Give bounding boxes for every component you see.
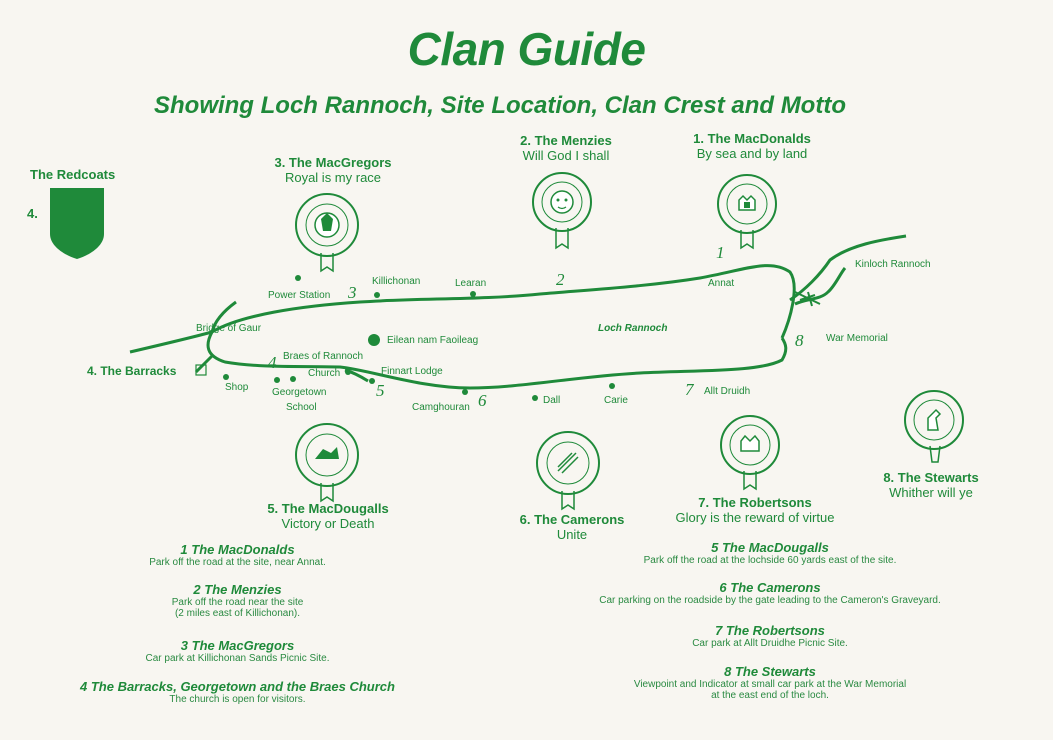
clan-name-macdougalls: 5. The MacDougalls	[267, 501, 389, 516]
crest-menzies	[532, 172, 592, 250]
clan-motto-stewarts: Whither will ye	[889, 485, 973, 500]
place-war-memorial: War Memorial	[826, 333, 888, 344]
page-subtitle: Showing Loch Rannoch, Site Location, Cla…	[153, 92, 846, 119]
site-number-4: 4	[268, 353, 277, 372]
finnart-dot	[369, 378, 375, 384]
direction-text-5: Park off the road at the lochside 60 yar…	[643, 555, 897, 566]
clan-name-macgregors: 3. The MacGregors	[274, 155, 392, 170]
place-camghouran: Camghouran	[412, 402, 470, 413]
crest-robertsons	[720, 415, 780, 491]
redcoats-shield	[50, 188, 104, 259]
river-east	[794, 291, 821, 307]
place-shop: Shop	[225, 382, 249, 393]
south-road	[206, 331, 788, 390]
bridge-barracks-road	[194, 354, 214, 374]
place-barracks: 4. The Barracks	[87, 364, 177, 378]
direction-text-6: Car parking on the roadside by the gate …	[599, 595, 941, 606]
direction-title-6: 6 The Camerons	[719, 580, 821, 595]
clan-motto-camerons: Unite	[556, 527, 588, 542]
west-road	[210, 300, 237, 333]
direction-text-4: The church is open for visitors.	[169, 694, 306, 705]
direction-title-3: 3 The MacGregors	[180, 638, 295, 653]
place-school: School	[286, 402, 317, 413]
place-killichonan: Killichonan	[372, 276, 421, 287]
site-number-7: 7	[685, 380, 694, 399]
clan-motto-macgregors: Royal is my race	[284, 170, 382, 185]
place-kinloch-rannoch: Kinloch Rannoch	[855, 259, 931, 270]
clan-motto-macdougalls: Victory or Death	[281, 516, 375, 531]
direction-text-2a: Park off the road near the site	[171, 597, 304, 608]
east-road-south	[794, 267, 847, 306]
clan-name-robertsons: 7. The Robertsons	[698, 495, 812, 510]
site-number-3: 3	[348, 283, 357, 302]
clan-name-redcoats: The Redcoats	[30, 167, 116, 182]
crest-camerons	[536, 431, 600, 511]
site-number-1: 1	[716, 243, 725, 262]
shop-dot	[223, 374, 229, 380]
place-eilean: Eilean nam Faoileag	[387, 335, 479, 346]
killichonan-dot	[374, 292, 380, 298]
power-station-dot	[295, 275, 301, 281]
clan-name-stewarts: 8. The Stewarts	[883, 470, 979, 485]
redcoats-number: 4.	[27, 206, 38, 221]
clan-motto-robertsons: Glory is the reward of virtue	[675, 510, 835, 525]
place-bridge-of-gaur: Bridge of Gaur	[196, 323, 262, 334]
direction-title-8: 8 The Stewarts	[724, 664, 816, 679]
site-number-2: 2	[556, 270, 565, 289]
direction-text-7: Car park at Allt Druidhe Picnic Site.	[692, 638, 848, 649]
site-number-5: 5	[376, 381, 385, 400]
direction-title-1: 1 The MacDonalds	[180, 542, 295, 557]
place-annat: Annat	[708, 278, 735, 289]
barracks-marker	[195, 364, 207, 376]
clan-name-macdonalds: 1. The MacDonalds	[693, 131, 811, 146]
crest-macdonalds	[717, 174, 777, 250]
place-dall: Dall	[543, 395, 561, 406]
direction-title-7: 7 The Robertsons	[715, 623, 825, 638]
direction-text-1: Park off the road at the site, near Anna…	[149, 557, 326, 568]
georgetown-dot-1	[274, 377, 280, 383]
page-title: Clan Guide	[407, 23, 646, 75]
direction-text-8b: at the east end of the loch.	[711, 690, 829, 701]
clan-motto-menzies: Will God I shall	[522, 148, 610, 163]
learan-dot	[470, 291, 476, 297]
place-georgetown: Georgetown	[272, 387, 327, 398]
direction-text-8a: Viewpoint and Indicator at small car par…	[633, 679, 907, 690]
clan-motto-macdonalds: By sea and by land	[696, 146, 808, 161]
east-road-north	[789, 234, 907, 302]
place-power-station: Power Station	[268, 290, 331, 301]
carie-dot	[609, 383, 615, 389]
georgetown-dot-2	[290, 376, 296, 382]
place-braes: Braes of Rannoch	[283, 351, 364, 362]
crest-macgregors	[295, 193, 359, 273]
camghouran-dot	[462, 389, 468, 395]
crest-macdougalls	[295, 423, 359, 503]
site-number-6: 6	[478, 391, 487, 410]
church-dot	[345, 369, 351, 375]
place-church: Church	[308, 368, 341, 379]
place-carie: Carie	[604, 395, 628, 406]
direction-title-4: 4 The Barracks, Georgetown and the Braes…	[80, 679, 395, 694]
site-number-8: 8	[795, 331, 804, 350]
direction-title-5: 5 The MacDougalls	[711, 540, 829, 555]
place-learan: Learan	[455, 278, 487, 289]
clan-name-camerons: 6. The Camerons	[519, 512, 625, 527]
north-road	[129, 264, 796, 354]
clan-name-menzies: 2. The Menzies	[520, 133, 612, 148]
direction-title-2: 2 The Menzies	[193, 582, 282, 597]
crest-stewarts	[904, 390, 964, 463]
eilean-dot	[368, 334, 380, 346]
dall-dot	[532, 395, 538, 401]
place-finnart: Finnart Lodge	[381, 366, 443, 377]
direction-text-3: Car park at Killichonan Sands Picnic Sit…	[145, 653, 330, 664]
place-allt-druidh: Allt Druidh	[704, 386, 751, 397]
direction-text-2b: (2 miles east of Killichonan).	[174, 608, 301, 619]
loch-label: Loch Rannoch	[598, 323, 668, 334]
